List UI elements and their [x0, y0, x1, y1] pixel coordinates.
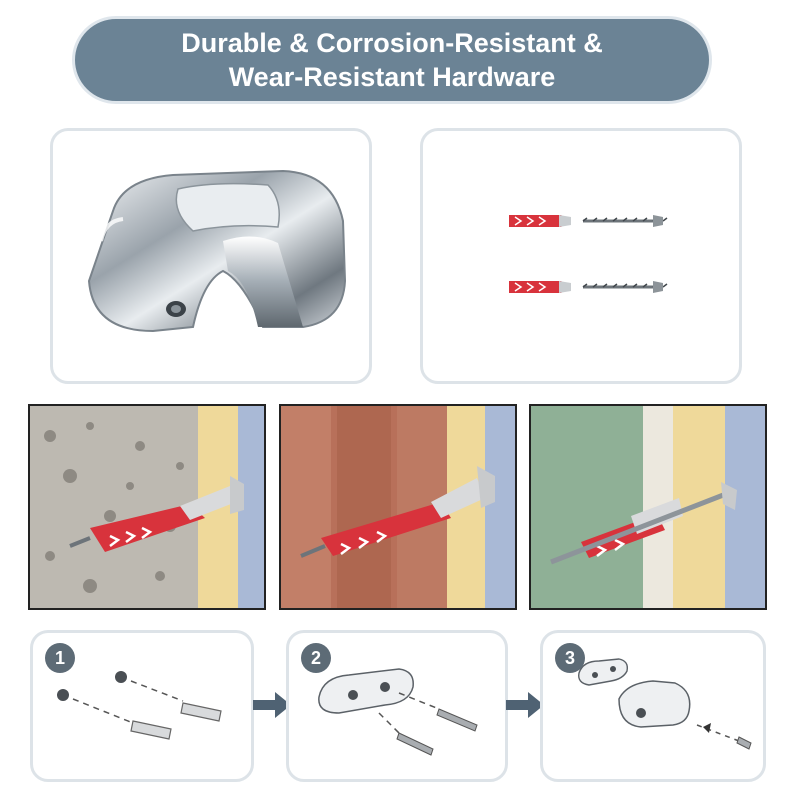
step-2-badge: 2 [301, 643, 331, 673]
title-line-1: Durable & Corrosion-Resistant & [181, 28, 603, 58]
anchor-screw-pair-2 [509, 281, 668, 293]
step-1-diagram [57, 671, 222, 740]
step-3-badge: 3 [555, 643, 585, 673]
holder-product-card [50, 128, 372, 384]
step-1-card: 1 [30, 630, 254, 782]
step-3-card: 3 [540, 630, 766, 782]
brick-wall-photo [279, 404, 517, 610]
anchors-screws-card [420, 128, 742, 384]
step-3-diagram [578, 658, 752, 750]
title-line-2: Wear-Resistant Hardware [228, 62, 556, 92]
step-arrow-1 [253, 692, 291, 718]
step-2-diagram [318, 668, 478, 756]
plasterboard-wall-photo [529, 404, 767, 610]
concrete-wall-photo [28, 404, 266, 610]
title-banner: Durable & Corrosion-Resistant & Wear-Res… [72, 16, 712, 104]
anchors-screws-image [509, 215, 668, 293]
step-2-card: 2 [286, 630, 508, 782]
step-1-badge: 1 [45, 643, 75, 673]
anchor-screw-pair-1 [509, 215, 668, 227]
step-arrow-2 [506, 692, 544, 718]
chrome-holder-image [87, 169, 347, 333]
